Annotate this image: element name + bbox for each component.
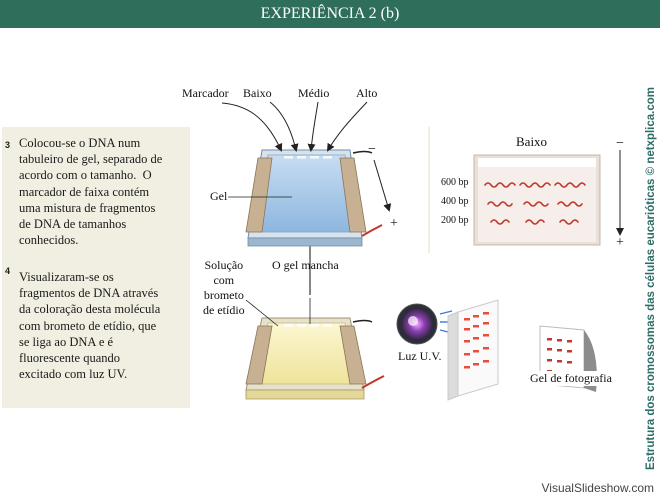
step-3-number: 3 — [5, 140, 10, 150]
photo-label: Gel de fotografia — [528, 371, 614, 386]
well-label-marcador: Marcador — [182, 86, 229, 101]
well-label-alto: Alto — [356, 86, 377, 101]
gel-zoom-view — [474, 155, 600, 245]
bp-label-600: 600 bp — [441, 177, 469, 188]
step-4-description: Visualizaram-se os fragmentos de DNA atr… — [19, 269, 160, 382]
step-3-description: Colocou-se o DNA num tabuleiro de gel, s… — [19, 135, 162, 248]
zoom-plus-sign: + — [616, 235, 624, 251]
side-credit: Estrutura dos cromossomas das células eu… — [643, 70, 659, 470]
gel-label: Gel — [210, 189, 227, 204]
well-label-baixo: Baixo — [243, 86, 272, 101]
step-4-number: 4 — [5, 266, 10, 276]
tray-minus-sign: − — [368, 142, 376, 158]
solution-label: Solução com brometo de etídio — [203, 258, 245, 318]
zoom-title: Baixo — [516, 134, 547, 150]
watermark: VisualSlideshow.com — [541, 481, 654, 495]
stain-label: O gel mancha — [272, 258, 339, 273]
zoom-minus-sign: − — [616, 136, 624, 152]
uv-label: Luz U.V. — [398, 349, 441, 364]
tray-plus-sign: + — [390, 216, 398, 232]
well-label-medio: Médio — [298, 86, 329, 101]
bp-label-200: 200 bp — [441, 215, 469, 226]
uv-gel-panel — [448, 300, 498, 400]
bp-label-400: 400 bp — [441, 196, 469, 207]
